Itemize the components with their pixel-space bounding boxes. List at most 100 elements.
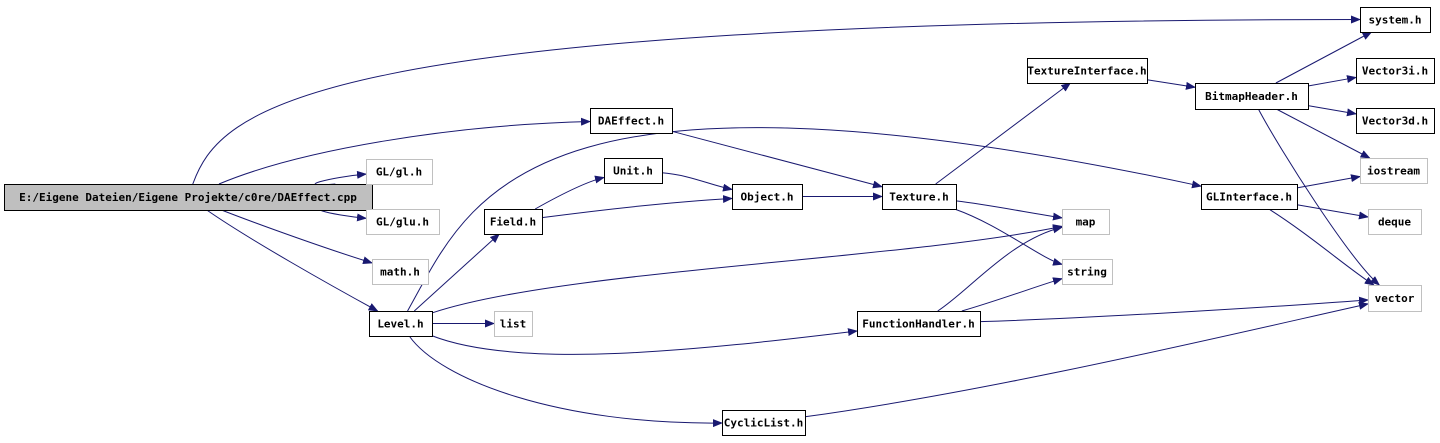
edge-funchandler-to-vector [979, 296, 1369, 323]
edge-funchandler-to-string [961, 277, 1063, 312]
node-box-list [494, 311, 533, 337]
node-label-root: E:/Eigene Dateien/Eigene Projekte/c0re/D… [19, 191, 357, 204]
node-map: map [1062, 209, 1110, 235]
node-box-texture [882, 184, 957, 210]
edge-bitmap-to-system [1275, 31, 1373, 84]
node-box-level [369, 311, 433, 337]
node-box-vec3d [1356, 108, 1435, 134]
node-label-system: system.h [1369, 14, 1422, 27]
node-label-object: Object.h [741, 191, 794, 204]
node-label-texint: TextureInterface.h [1027, 65, 1146, 78]
node-box-vector [1368, 285, 1422, 312]
edge-root-to-gl [314, 170, 367, 186]
node-box-glu [366, 209, 440, 235]
file-nodes: E:/Eigene Dateien/Eigene Projekte/c0re/D… [4, 7, 1435, 436]
edge-level-to-field [413, 233, 500, 312]
edge-texture-to-string [954, 208, 1063, 266]
node-bitmap[interactable]: BitmapHeader.h [1195, 83, 1309, 110]
node-object[interactable]: Object.h [732, 184, 803, 210]
node-string: string [1062, 259, 1113, 285]
node-label-bitmap: BitmapHeader.h [1205, 90, 1298, 103]
node-label-vector: vector [1375, 292, 1415, 305]
edge-texture-to-texint [935, 82, 1072, 185]
node-box-field [484, 209, 543, 235]
node-box-daeffect [590, 108, 673, 134]
node-label-deque: deque [1378, 216, 1411, 229]
node-daeffect[interactable]: DAEffect.h [590, 108, 673, 134]
node-list: list [494, 311, 533, 337]
node-box-cyclic [722, 410, 806, 436]
node-box-texint [1027, 58, 1148, 84]
node-label-list: list [500, 318, 527, 331]
edge-bitmap-to-vec3i [1307, 75, 1357, 87]
node-iostream: iostream [1360, 158, 1428, 184]
node-funchandler[interactable]: FunctionHandler.h [857, 311, 981, 337]
edge-field-to-object [541, 195, 733, 219]
node-box-glint [1201, 184, 1298, 210]
node-glu: GL/glu.h [366, 209, 440, 235]
node-label-texture: Texture.h [889, 191, 949, 204]
edge-root-to-math [221, 209, 373, 265]
node-deque: deque [1368, 209, 1422, 235]
edge-funchandler-to-map [937, 225, 1063, 312]
node-field[interactable]: Field.h [484, 209, 543, 235]
edge-glint-to-iostream [1296, 174, 1361, 189]
edge-root-to-level [206, 209, 379, 312]
node-box-gl [366, 159, 433, 185]
edge-bitmap-to-vec3d [1307, 105, 1357, 117]
node-label-cyclic: CyclicList.h [724, 417, 803, 430]
edge-texture-to-map [955, 200, 1063, 221]
node-label-funchandler: FunctionHandler.h [862, 318, 975, 331]
node-gl: GL/gl.h [366, 159, 433, 185]
edge-level-to-map [431, 224, 1063, 314]
node-box-unit [604, 158, 663, 184]
node-label-glu: GL/glu.h [376, 216, 429, 229]
node-label-vec3d: Vector3d.h [1362, 115, 1428, 128]
node-unit[interactable]: Unit.h [604, 158, 663, 184]
edge-glint-to-deque [1296, 204, 1369, 220]
edge-bitmap-to-vector [1257, 108, 1381, 286]
node-label-daeffect: DAEffect.h [598, 115, 664, 128]
node-vector: vector [1368, 285, 1422, 312]
node-glint[interactable]: GLInterface.h [1201, 184, 1298, 210]
node-system[interactable]: system.h [1360, 7, 1431, 33]
node-label-math: math.h [380, 266, 420, 279]
edge-field-to-unit [534, 175, 605, 210]
node-box-math [372, 259, 429, 285]
edge-root-to-daeffect [218, 117, 591, 185]
node-label-unit: Unit.h [613, 165, 653, 178]
edge-unit-to-object [661, 172, 733, 192]
node-label-vec3i: Vector3i.h [1362, 65, 1428, 78]
edge-glint-to-vector [1268, 208, 1375, 286]
node-root[interactable]: E:/Eigene Dateien/Eigene Projekte/c0re/D… [4, 184, 373, 211]
node-box-root [4, 184, 373, 211]
edge-level-to-funchandler [431, 328, 858, 355]
node-label-gl: GL/gl.h [376, 166, 422, 179]
node-box-deque [1368, 209, 1422, 235]
edge-level-to-glint [407, 127, 1202, 312]
node-vec3i[interactable]: Vector3i.h [1356, 58, 1435, 84]
edge-texint-to-bitmap [1146, 79, 1196, 90]
node-label-string: string [1067, 266, 1107, 279]
edge-bitmap-to-iostream [1276, 108, 1371, 159]
node-box-string [1062, 259, 1113, 285]
node-label-level: Level.h [377, 318, 423, 331]
dependency-edges [192, 15, 1381, 428]
node-texint[interactable]: TextureInterface.h [1027, 58, 1148, 84]
node-label-field: Field.h [490, 216, 536, 229]
node-cyclic[interactable]: CyclicList.h [722, 410, 806, 436]
node-box-system [1360, 7, 1431, 33]
node-level[interactable]: Level.h [369, 311, 433, 337]
node-label-iostream: iostream [1367, 165, 1420, 178]
node-vec3d[interactable]: Vector3d.h [1356, 108, 1435, 134]
node-math: math.h [372, 259, 429, 285]
node-label-map: map [1076, 216, 1096, 229]
edge-root-to-system [192, 15, 1361, 185]
edge-daeffect-to-texture [671, 130, 883, 189]
node-box-iostream [1360, 158, 1428, 184]
node-box-vec3i [1356, 58, 1435, 84]
node-box-map [1062, 209, 1110, 235]
edge-cyclic-to-vector [804, 301, 1369, 418]
node-texture[interactable]: Texture.h [882, 184, 957, 210]
